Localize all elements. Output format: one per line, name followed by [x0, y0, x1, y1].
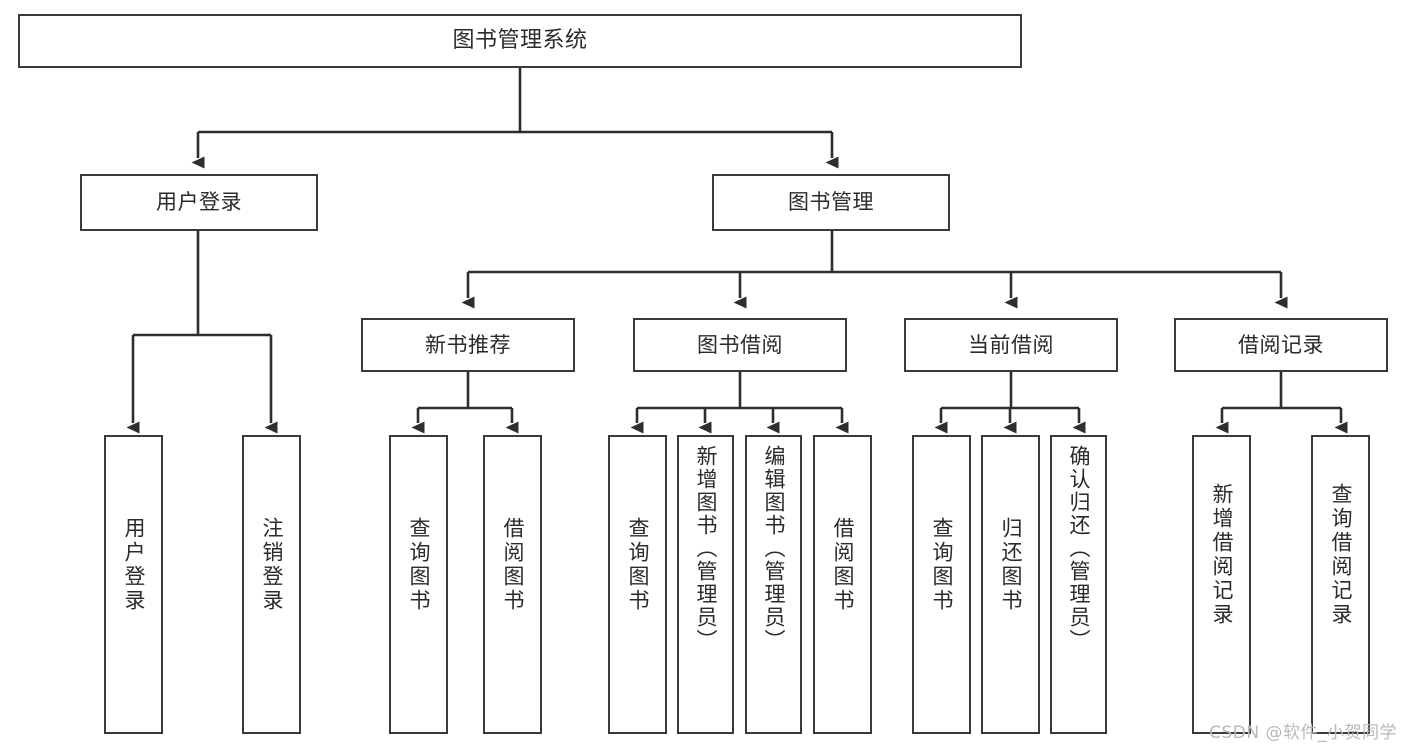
node-label: 图书管理 [788, 190, 874, 215]
node-label: 用户登录 [122, 517, 146, 613]
leaf-return-book[interactable]: 归还图书 [981, 435, 1040, 734]
node-label: 图书管理系统 [452, 28, 588, 54]
leaf-query-book-1[interactable]: 查询图书 [389, 435, 448, 734]
node-label: 查询图书 [407, 517, 431, 613]
node-label: 当前借阅 [968, 332, 1054, 357]
leaf-borrow-book-1[interactable]: 借阅图书 [483, 435, 542, 734]
leaf-confirm-return-admin[interactable]: 确认归还（管理员） [1050, 435, 1107, 734]
node-current-borrow[interactable]: 当前借阅 [904, 318, 1118, 372]
node-new-book-recommendation[interactable]: 新书推荐 [361, 318, 575, 372]
node-label: 归还图书 [999, 517, 1023, 613]
leaf-query-borrow-record[interactable]: 查询借阅记录 [1311, 435, 1370, 734]
node-label: 查询借阅记录 [1329, 483, 1353, 627]
node-root-book-management-system[interactable]: 图书管理系统 [18, 14, 1022, 68]
node-label: 借阅记录 [1238, 332, 1324, 357]
node-user-login[interactable]: 用户登录 [80, 174, 318, 231]
watermark: CSDN @软件_小贺同学 [1209, 723, 1397, 743]
leaf-edit-book-admin[interactable]: 编辑图书（管理员） [745, 435, 802, 734]
leaf-query-book-2[interactable]: 查询图书 [608, 435, 667, 734]
node-book-management[interactable]: 图书管理 [712, 174, 950, 231]
leaf-query-book-3[interactable]: 查询图书 [912, 435, 971, 734]
node-label: 新增图书（管理员） [694, 445, 718, 652]
leaf-user-login[interactable]: 用户登录 [104, 435, 163, 734]
node-label: 借阅图书 [831, 517, 855, 613]
leaf-add-borrow-record[interactable]: 新增借阅记录 [1192, 435, 1251, 734]
leaf-logout[interactable]: 注销登录 [242, 435, 301, 734]
node-label: 注销登录 [260, 517, 284, 613]
node-label: 图书借阅 [697, 332, 783, 357]
node-label: 用户登录 [156, 190, 242, 215]
node-label: 编辑图书（管理员） [762, 445, 786, 652]
node-label: 新书推荐 [425, 332, 511, 357]
leaf-add-book-admin[interactable]: 新增图书（管理员） [677, 435, 734, 734]
node-label: 确认归还（管理员） [1067, 445, 1091, 652]
node-label: 新增借阅记录 [1210, 483, 1234, 627]
node-borrow-record[interactable]: 借阅记录 [1174, 318, 1388, 372]
node-label: 查询图书 [930, 517, 954, 613]
node-label: 借阅图书 [501, 517, 525, 613]
node-label: 查询图书 [626, 517, 650, 613]
node-book-borrow[interactable]: 图书借阅 [633, 318, 847, 372]
leaf-borrow-book-2[interactable]: 借阅图书 [813, 435, 872, 734]
